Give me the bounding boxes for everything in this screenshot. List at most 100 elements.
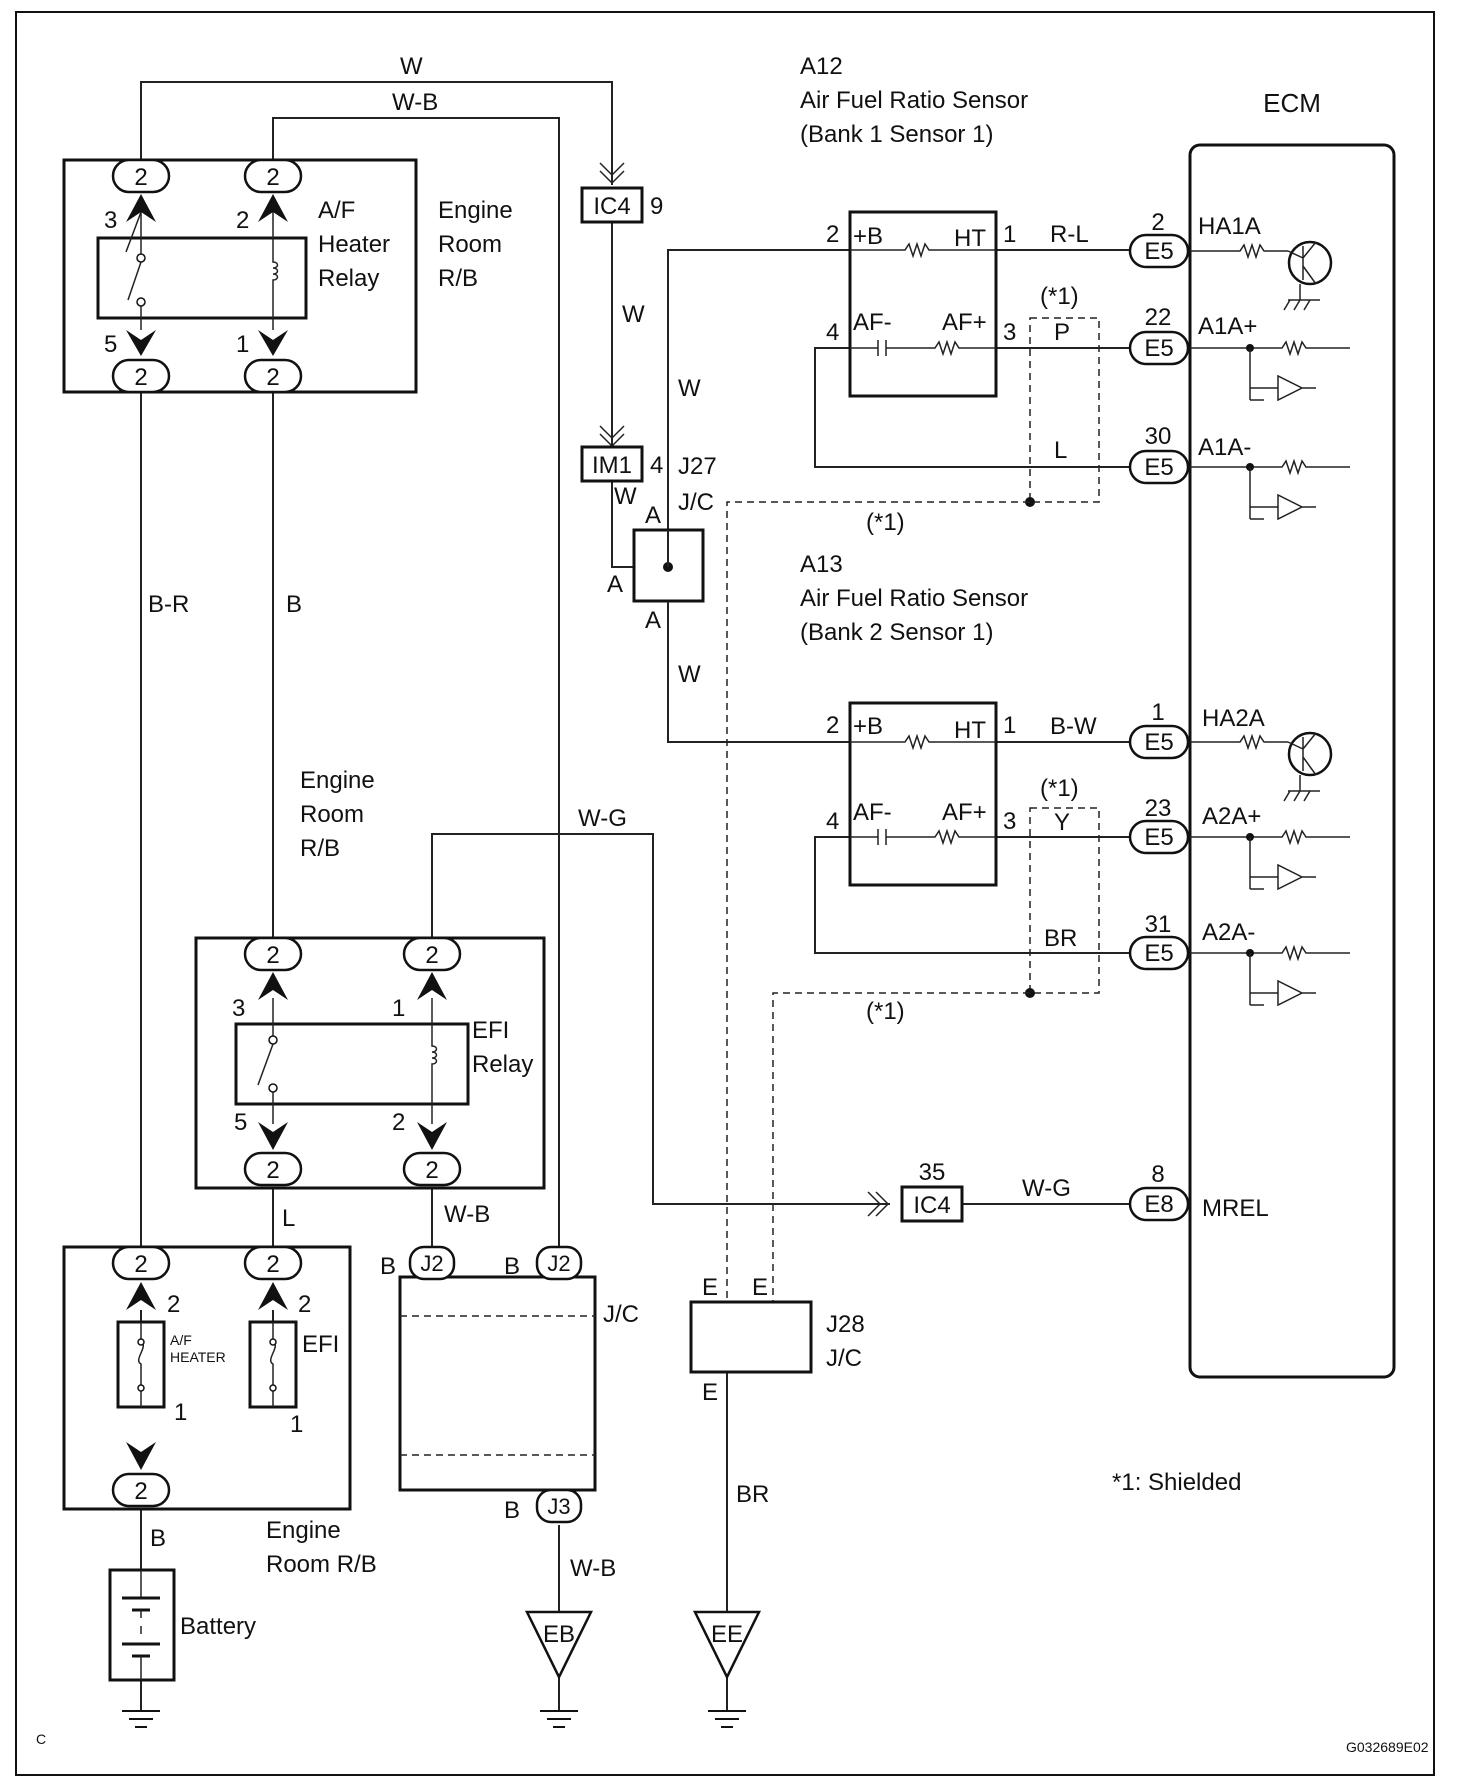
svg-text:31: 31	[1145, 911, 1172, 938]
connector-j3: J3 B	[504, 1488, 583, 1524]
ecm-terminal-mrel: 8 E8 MREL	[1128, 1161, 1269, 1222]
svg-text:2: 2	[266, 164, 279, 191]
svg-text:2: 2	[266, 1251, 279, 1278]
fuse-pin-top-right: 2	[243, 1245, 303, 1281]
connector-ic4-bottom: IC4 35	[900, 1159, 964, 1223]
connector-j2-right: J2 B	[504, 1245, 583, 1281]
svg-text:4: 4	[650, 452, 663, 479]
svg-text:A/F: A/F	[318, 197, 355, 224]
shield-mark-4: (*1)	[866, 998, 905, 1025]
svg-text:AF-: AF-	[853, 309, 892, 336]
wire-label-br-bottom: BR	[736, 1481, 769, 1508]
svg-text:4: 4	[826, 808, 839, 835]
wire-label-w-lower: W	[678, 661, 701, 688]
svg-text:R/B: R/B	[438, 265, 478, 292]
ecm-terminal-a2a-minus: 31 E5 A2A-	[1128, 911, 1255, 971]
shield-note: *1: Shielded	[1112, 1469, 1241, 1496]
svg-text:2: 2	[134, 1251, 147, 1278]
svg-text:MREL: MREL	[1202, 1195, 1269, 1222]
svg-text:Room: Room	[300, 801, 364, 828]
svg-text:A: A	[645, 502, 661, 529]
svg-text:Engine: Engine	[438, 197, 513, 224]
ground-battery	[122, 1710, 160, 1728]
svg-text:22: 22	[1145, 304, 1172, 331]
svg-text:E5: E5	[1144, 238, 1173, 265]
wire-label-w-riser: W	[678, 375, 701, 402]
shield-mark-1: (*1)	[1040, 283, 1079, 310]
svg-text:J/C: J/C	[678, 489, 714, 516]
fuse-af-heater-label: A/F HEATER	[170, 1332, 226, 1365]
svg-text:9: 9	[650, 193, 663, 220]
svg-text:Relay: Relay	[472, 1051, 533, 1078]
svg-text:E: E	[752, 1274, 768, 1301]
engine-room-rb-label-mid: Engine Room R/B	[300, 767, 375, 862]
svg-text:IM1: IM1	[592, 452, 632, 479]
wire-label-l: L	[282, 1205, 295, 1232]
svg-text:AF-: AF-	[853, 799, 892, 826]
svg-text:B: B	[380, 1253, 396, 1280]
svg-text:1: 1	[1003, 712, 1016, 739]
wire-label-y: Y	[1054, 809, 1070, 836]
svg-text:Air Fuel Ratio Sensor: Air Fuel Ratio Sensor	[800, 585, 1028, 612]
svg-text:A2A+: A2A+	[1202, 803, 1261, 830]
svg-text:1: 1	[392, 995, 405, 1022]
sensor-a12	[848, 210, 998, 398]
svg-text:2: 2	[826, 221, 839, 248]
wire-label-l-sensor: L	[1054, 437, 1067, 464]
svg-text:E5: E5	[1144, 454, 1173, 481]
ecm-terminal-ha1a: 2 E5 HA1A	[1128, 209, 1261, 269]
sensor-a13	[848, 701, 998, 887]
wire-label-bw: B-W	[1050, 713, 1097, 740]
wire-label-w-im1: W	[614, 483, 637, 510]
efi-relay-pin-bot-right: 2	[402, 1151, 462, 1187]
svg-text:Heater: Heater	[318, 231, 390, 258]
svg-text:IC4: IC4	[593, 193, 630, 220]
svg-text:E: E	[702, 1379, 718, 1406]
svg-text:2: 2	[425, 942, 438, 969]
svg-text:8: 8	[1151, 1161, 1164, 1188]
svg-text:E8: E8	[1144, 1191, 1173, 1218]
svg-text:2: 2	[826, 712, 839, 739]
svg-text:(Bank 2 Sensor 1): (Bank 2 Sensor 1)	[800, 619, 993, 646]
svg-text:+B: +B	[853, 713, 883, 740]
svg-text:A1A-: A1A-	[1198, 434, 1251, 461]
svg-text:Relay: Relay	[318, 265, 379, 292]
ground-ee: EE	[692, 1610, 762, 1728]
svg-text:2: 2	[1151, 209, 1164, 236]
svg-text:A1A+: A1A+	[1198, 313, 1257, 340]
wire-label-br-sensor: BR	[1044, 925, 1077, 952]
svg-text:35: 35	[919, 1159, 946, 1186]
ecm-terminal-a2a-plus: 23 E5 A2A+	[1128, 795, 1261, 855]
fuse-pin-bottom: 2	[111, 1472, 171, 1508]
svg-text:R/B: R/B	[300, 835, 340, 862]
sensor-a13-label: A13 Air Fuel Ratio Sensor (Bank 2 Sensor…	[800, 551, 1028, 646]
svg-text:4: 4	[826, 319, 839, 346]
svg-text:E5: E5	[1144, 729, 1173, 756]
fuse-box	[62, 1245, 352, 1511]
svg-text:1: 1	[1003, 221, 1016, 248]
svg-text:HA1A: HA1A	[1198, 213, 1261, 240]
svg-text:2: 2	[134, 364, 147, 391]
svg-text:J2: J2	[420, 1251, 443, 1276]
svg-text:5: 5	[234, 1109, 247, 1136]
af-relay-pin-bot-right: 2	[243, 358, 303, 394]
svg-text:Engine: Engine	[266, 1517, 341, 1544]
svg-text:HT: HT	[954, 225, 986, 252]
wire-label-w-ic4: W	[622, 301, 645, 328]
ecm-input-a1a-minus	[1190, 458, 1350, 521]
j28-box	[689, 1300, 813, 1374]
svg-text:IC4: IC4	[913, 1192, 950, 1219]
svg-text:2: 2	[266, 942, 279, 969]
svg-text:A: A	[607, 571, 623, 598]
efi-relay-label: EFI Relay	[472, 1017, 533, 1078]
svg-text:HA2A: HA2A	[1202, 705, 1265, 732]
fuse-efi-label: EFI	[302, 1331, 339, 1358]
svg-text:B: B	[504, 1253, 520, 1280]
svg-text:A12: A12	[800, 53, 843, 80]
figure-code: G032689E02	[1346, 1739, 1429, 1755]
svg-text:1: 1	[174, 1399, 187, 1426]
svg-text:E: E	[702, 1274, 718, 1301]
ecm-input-a2a-plus	[1190, 828, 1350, 891]
wire-label-rl: R-L	[1050, 221, 1089, 248]
